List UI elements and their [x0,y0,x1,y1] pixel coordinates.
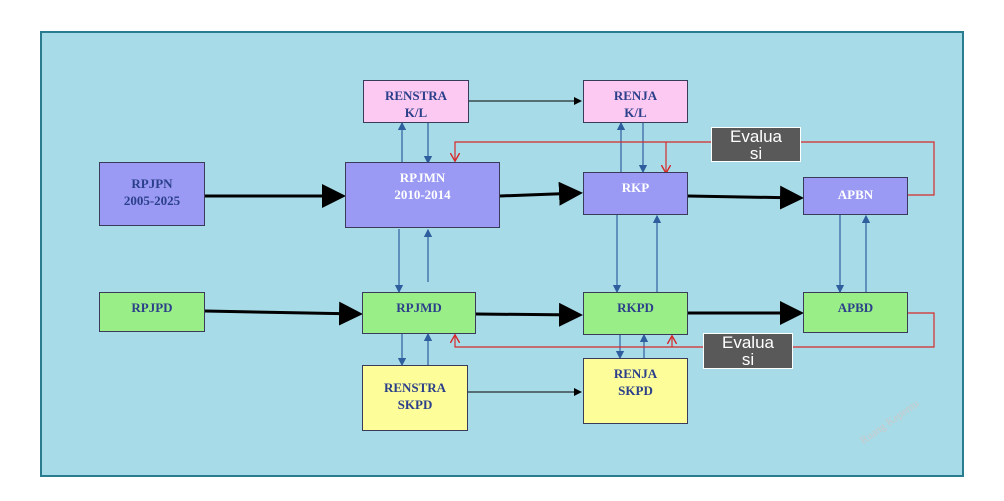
rpjmn-label: RPJMN 2010-2014 [394,170,451,202]
renja-skpd-label: RENJA SKPD [613,366,658,398]
diagram-panel [40,31,964,477]
rkpd-box: RKPD [583,292,688,335]
renja-kl-box: RENJA K/L [583,80,688,123]
rpjpd-label: RPJPD [131,300,173,315]
rkpd-label: RKPD [617,300,654,315]
rkp-box: RKP [583,172,688,215]
rkp-label: RKP [621,180,650,195]
rpjmd-label: RPJMD [396,300,442,315]
renstra-kl-label: RENSTRA K/L [384,88,448,120]
rpjpd-box: RPJPD [99,292,205,332]
renstra-skpd-label: RENSTRA SKPD [383,380,447,412]
rpjmn-box: RPJMN 2010-2014 [345,162,500,228]
evaluasi-label-bottom: Evalua si [703,333,793,369]
rpjpn-box: RPJPN 2005-2025 [99,162,205,226]
renstra-skpd-box: RENSTRA SKPD [362,365,468,431]
apbd-label: APBD [837,300,874,315]
evaluasi-label-top: Evalua si [711,127,801,162]
renja-skpd-box: RENJA SKPD [583,358,688,424]
renstra-kl-box: RENSTRA K/L [363,80,469,123]
rpjmd-box: RPJMD [362,292,476,334]
apbn-box: APBN [803,177,908,215]
renja-kl-label: RENJA K/L [613,88,658,120]
apbd-box: APBD [803,292,908,333]
apbn-label: APBN [837,186,874,202]
rpjpn-label: RPJPN 2005-2025 [123,176,181,208]
